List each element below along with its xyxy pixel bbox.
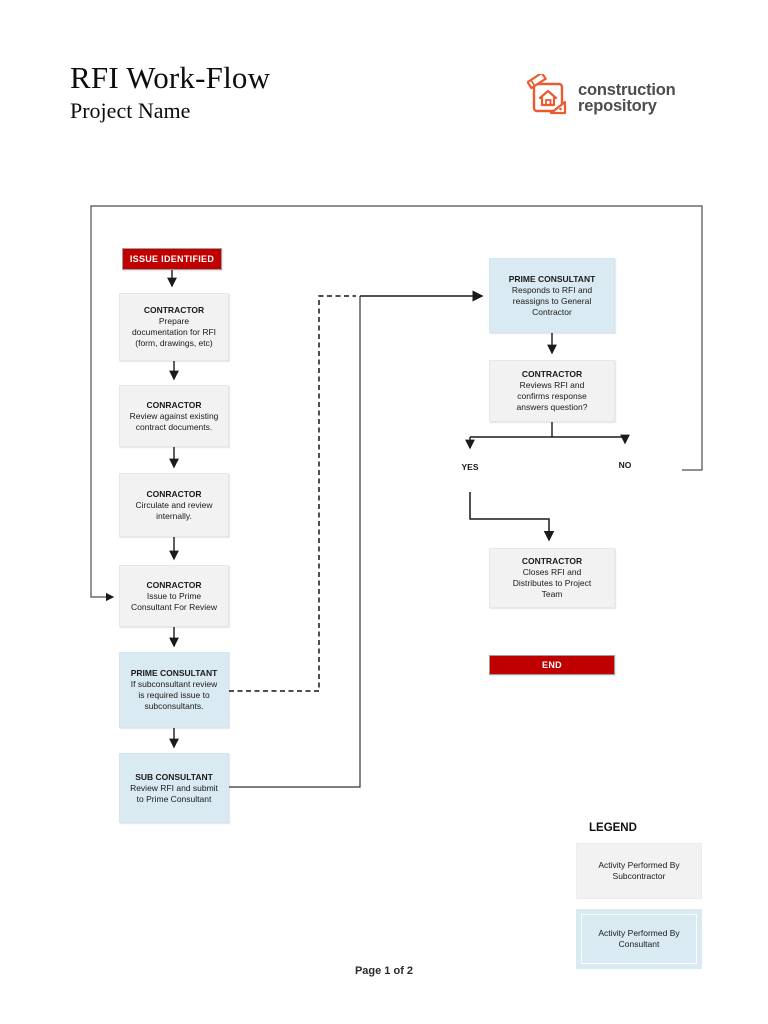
node-contractor-closes-rfi: CONTRACTOR Closes RFI and Distributes to…	[489, 548, 615, 608]
node-line: answers question?	[516, 402, 588, 412]
node-line: Review against existing	[129, 410, 219, 421]
node-title: PRIME CONSULTANT	[508, 273, 596, 284]
page-title: RFI Work-Flow	[70, 60, 271, 95]
node-title: CONRACTOR	[146, 579, 202, 590]
node-title: END	[542, 659, 562, 670]
node-prime-consultant-responds: PRIME CONSULTANT Responds to RFI and rea…	[489, 258, 615, 333]
node-line: Reviews RFI and	[519, 380, 585, 390]
legend-item-subcontractor: Activity Performed By Subcontractor	[576, 843, 702, 899]
node-line: Circulate and review	[135, 499, 213, 510]
node-title: CONTRACTOR	[521, 369, 583, 379]
node-line: internally.	[156, 510, 192, 521]
node-issue-identified: ISSUE IDENTIFIED	[122, 248, 222, 270]
logo-text-line2: repository	[578, 96, 657, 115]
node-title: CONTRACTOR	[521, 556, 583, 566]
node-line: Issue to Prime	[146, 590, 202, 601]
node-line: Distributes to Project	[512, 578, 592, 588]
legend-item-consultant-inner: Activity Performed By Consultant	[581, 914, 697, 964]
node-title: CONRACTOR	[146, 488, 202, 499]
node-line: Responds to RFI and	[511, 284, 593, 295]
legend-title: LEGEND	[589, 822, 637, 834]
node-line: (form, drawings, etc)	[135, 338, 213, 348]
page-subtitle: Project Name	[70, 98, 191, 123]
node-line: documentation for RFI	[131, 327, 217, 337]
node-circulate-review-internally: CONRACTOR Circulate and review internall…	[119, 473, 229, 537]
node-line: Contractor	[532, 306, 572, 317]
node-contractor-reviews-rfi: CONTRACTOR Reviews RFI and confirms resp…	[489, 360, 615, 422]
node-line: Team	[541, 589, 563, 599]
node-title: CONRACTOR	[146, 399, 202, 410]
node-line: reassigns to General	[512, 295, 592, 306]
node-title: ISSUE IDENTIFIED	[129, 253, 215, 264]
node-prepare-documentation: CONTRACTOR Prepare documentation for RFI…	[119, 293, 229, 361]
node-issue-to-prime-consultant: CONRACTOR Issue to Prime Consultant For …	[119, 565, 229, 627]
node-line: If subconsultant review	[130, 679, 218, 689]
legend-line: Subcontractor	[612, 871, 666, 881]
node-line: confirms response	[517, 391, 587, 401]
node-line: Closes RFI and	[522, 567, 582, 577]
node-line: Consultant For Review	[131, 601, 217, 612]
yes-label: YES	[461, 462, 479, 472]
legend-line: Activity Performed By	[598, 860, 680, 870]
logo-text-line1: construction	[578, 81, 676, 99]
node-line: Prepare	[158, 316, 190, 326]
node-line: to Prime Consultant	[136, 793, 212, 804]
node-title: SUB CONSULTANT	[135, 771, 213, 782]
node-line: Review RFI and submit	[130, 782, 218, 793]
legend-line: Consultant	[618, 939, 660, 949]
node-prime-consultant-subconsultants: PRIME CONSULTANT If subconsultant review…	[119, 652, 229, 728]
page-footer: Page 1 of 2	[354, 965, 414, 977]
node-line: contract documents.	[135, 421, 213, 432]
construction-repository-logo: construction repository	[526, 71, 676, 123]
node-title: CONTRACTOR	[143, 305, 205, 315]
no-label: NO	[618, 460, 632, 470]
node-line: is required issue to	[138, 690, 210, 700]
node-sub-consultant-review: SUB CONSULTANT Review RFI and submit to …	[119, 753, 229, 823]
node-review-contract-documents: CONRACTOR Review against existing contra…	[119, 385, 229, 447]
node-line: subconsultants.	[144, 701, 204, 711]
node-end: END	[489, 655, 615, 675]
construction-repository-logo-icon	[526, 71, 571, 123]
logo-text: construction repository	[578, 81, 676, 115]
node-title: PRIME CONSULTANT	[130, 668, 218, 678]
legend-item-consultant: Activity Performed By Consultant	[576, 909, 702, 969]
legend-line: Activity Performed By	[598, 928, 680, 938]
